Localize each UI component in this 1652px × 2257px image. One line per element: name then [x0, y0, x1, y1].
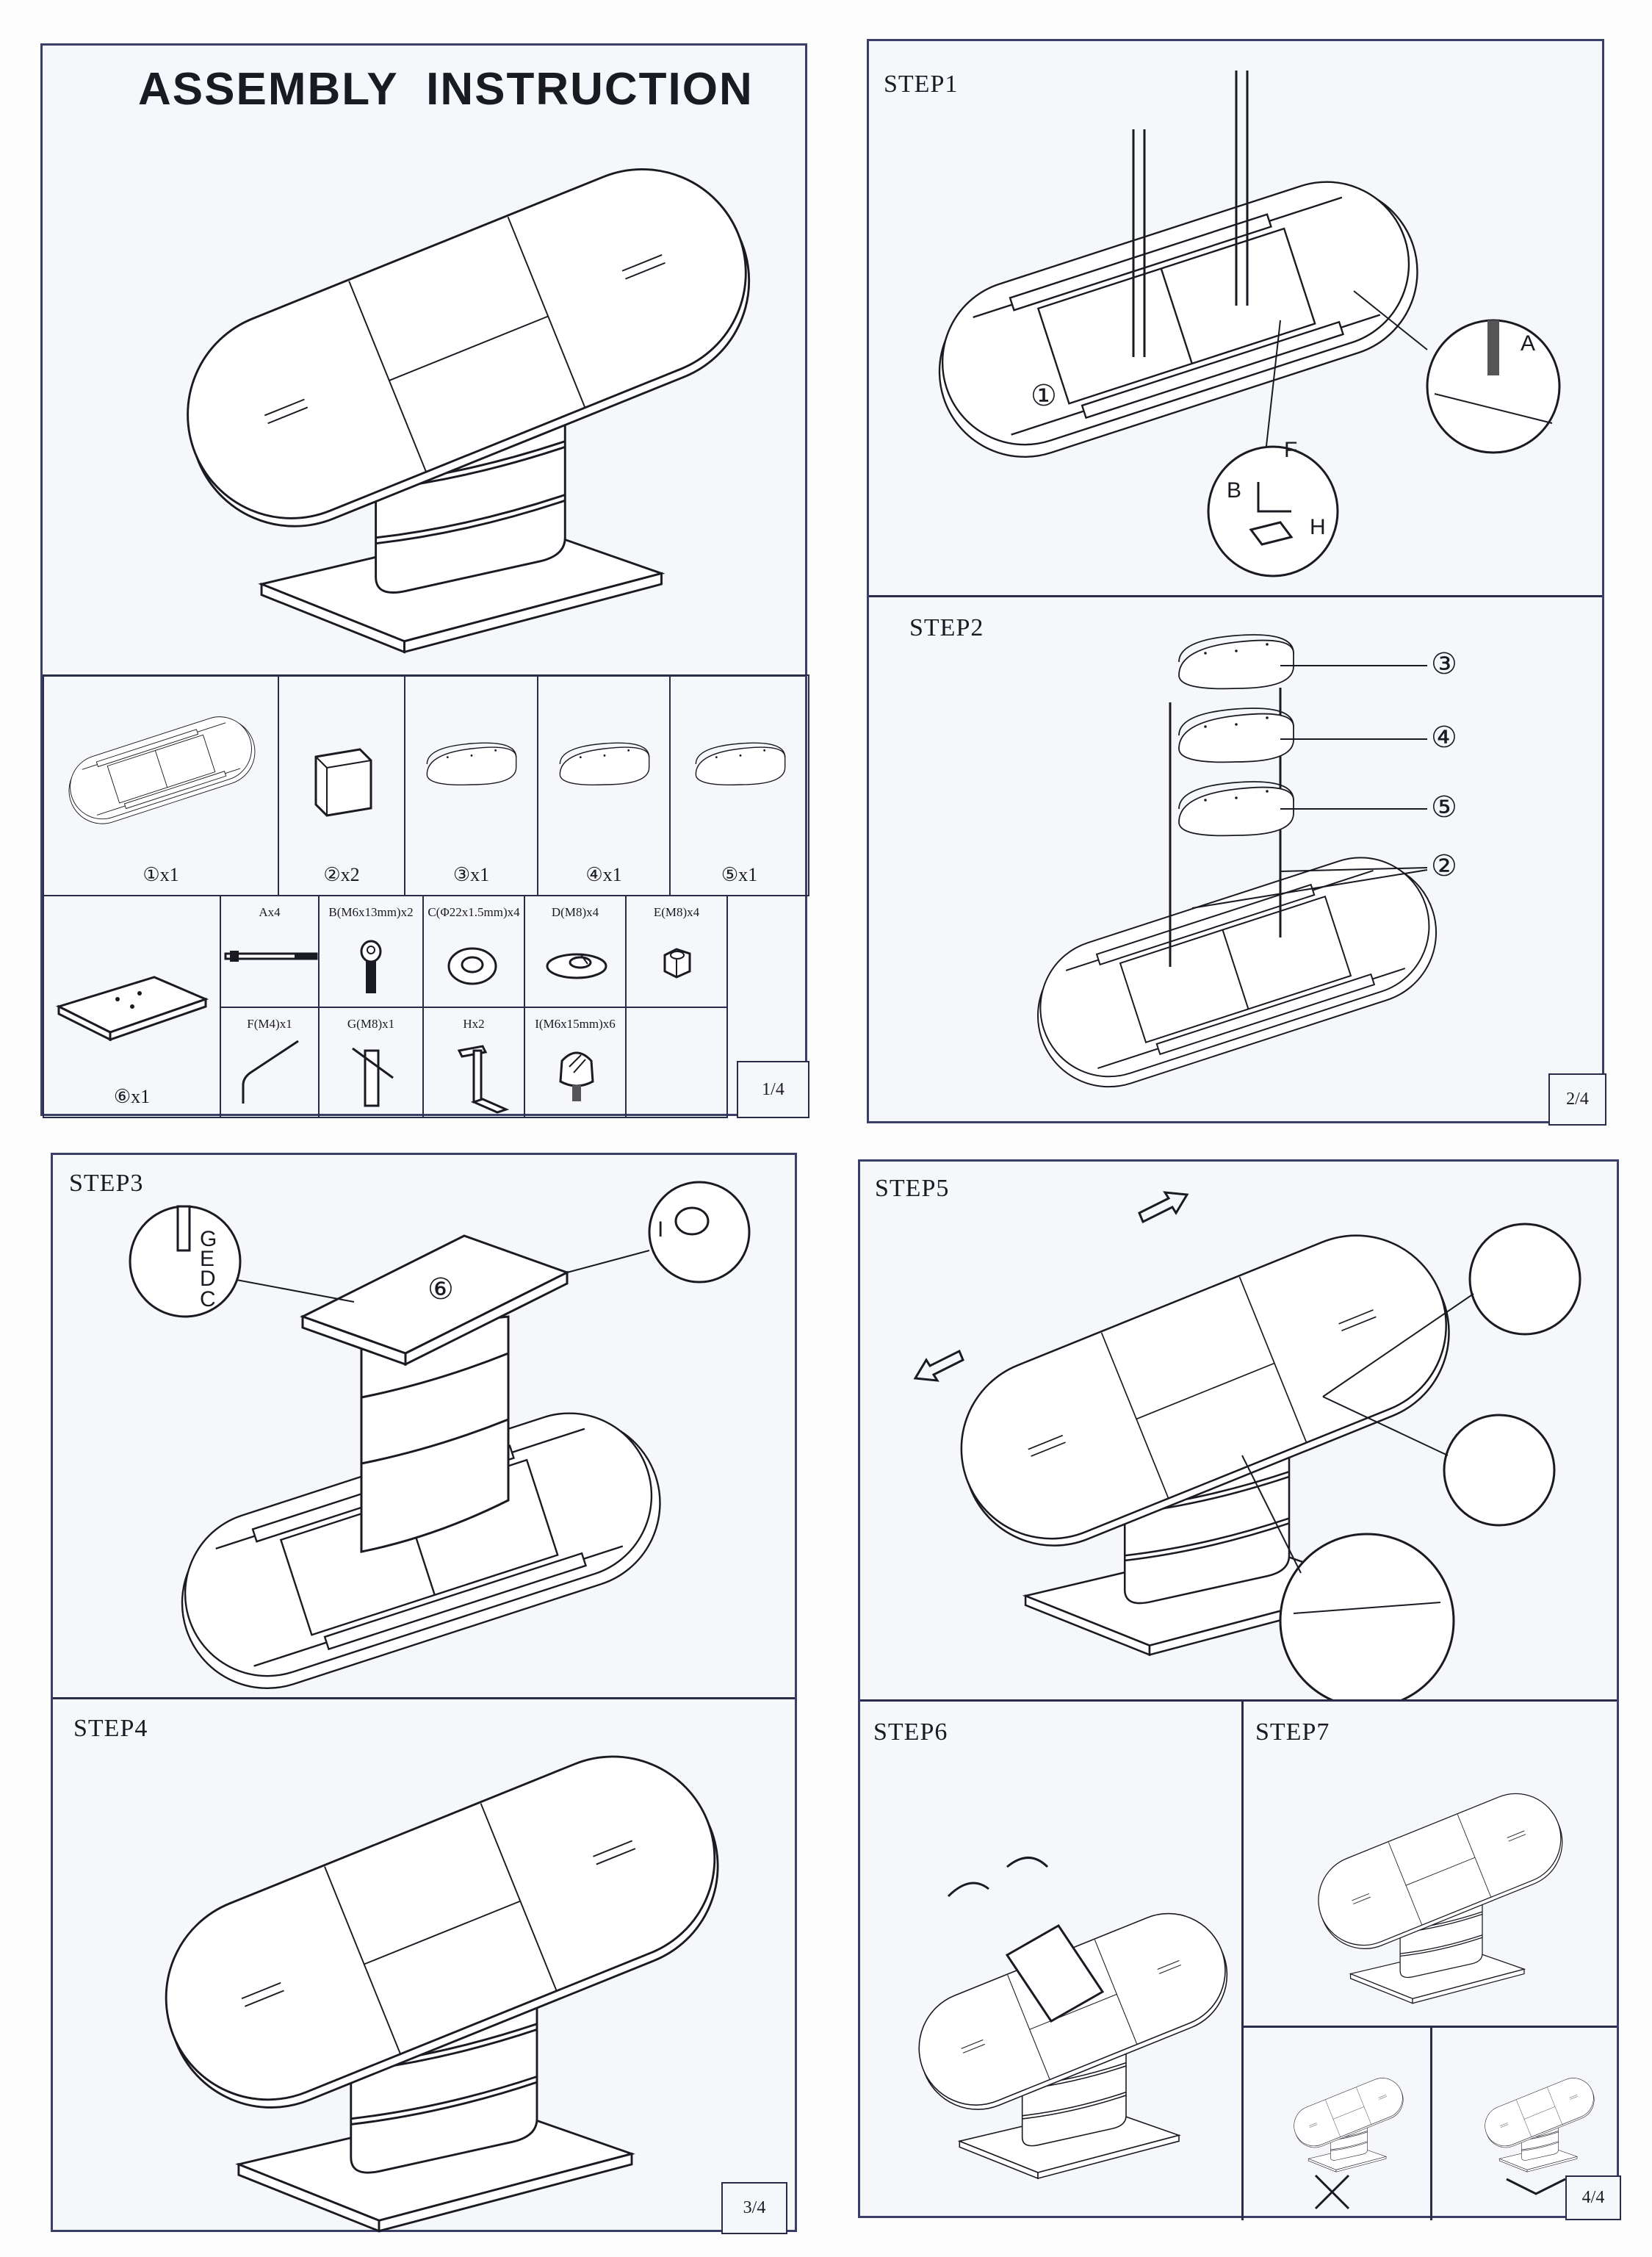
pedestal-ring-icon [559, 742, 650, 786]
callout-a: A [1521, 331, 1536, 356]
step3-illustration [129, 1181, 751, 1691]
spring-washer-icon [546, 953, 607, 979]
step2-illustration [1017, 633, 1456, 1099]
hardware-label: D(M8)x4 [551, 905, 599, 919]
part-5-marker: ⑤ [1431, 791, 1457, 824]
page-2-steps-1-2: STEP1 A F B H ① STEP2 ③ ④ ⑤ ② 2/4 [867, 39, 1606, 1126]
callout-b: B [1227, 478, 1242, 503]
divider [53, 1697, 795, 1699]
base-plate-icon [55, 976, 209, 1042]
page-number: 3/4 [721, 2182, 787, 2234]
hardware-label: B(M6x13mm)x2 [328, 905, 414, 919]
part-1-marker: ① [1031, 379, 1057, 413]
z-bracket-icon [457, 1045, 510, 1114]
flat-washer-icon [447, 947, 497, 985]
hardware-cell-a: Ax4 [220, 895, 320, 1008]
callout-i: I [657, 1217, 664, 1242]
hardware-cell-g: G(M8)x1 [318, 1007, 424, 1118]
hardware-cell-f: F(M4)x1 [220, 1007, 320, 1118]
tabletop-frame-icon [59, 707, 264, 830]
part-cell-4: ④x1 [537, 674, 671, 896]
callout-f: F [1284, 438, 1298, 462]
hardware-label: E(M8)x4 [653, 905, 700, 919]
page-number: 2/4 [1548, 1073, 1606, 1126]
pedestal-ring-icon [426, 742, 517, 786]
callout-g: G [200, 1227, 217, 1251]
hardware-cell-e: E(M8)x4 [625, 895, 728, 1008]
part-label: ⑥x1 [113, 1086, 151, 1107]
step6-label: STEP6 [873, 1718, 948, 1746]
callout-c: C [200, 1287, 216, 1311]
hardware-cell-i: I(M6x15mm)x6 [524, 1007, 627, 1118]
document-title: ASSEMBLY INSTRUCTION [138, 64, 754, 115]
callout-d: D [200, 1267, 216, 1291]
divider [1241, 2026, 1617, 2028]
callout-e: E [200, 1247, 215, 1271]
part-label: ③x1 [452, 864, 490, 885]
part-cell-6: ⑥x1 [43, 895, 221, 1118]
part-label: ④x1 [585, 864, 622, 885]
step4-illustration [134, 1735, 750, 2233]
bracket-block-icon [314, 748, 372, 817]
page-1-parts-list: ASSEMBLY INSTRUCTION ①x1 ②x2 ③x1 ④x1 ⑤x1… [40, 43, 809, 1118]
part-2-marker: ② [1431, 849, 1457, 883]
hardware-label: G(M8)x1 [347, 1017, 395, 1031]
divider [1241, 1699, 1244, 2220]
part-cell-1: ①x1 [43, 674, 279, 896]
pedestal-ring-icon [695, 742, 786, 786]
box-spanner-icon [352, 1047, 394, 1107]
hardware-label: Ax4 [259, 905, 281, 919]
divider [1430, 2026, 1432, 2220]
leveling-foot-icon [559, 1051, 594, 1101]
hardware-cell-c: C(Φ22x1.5mm)x4 [422, 895, 525, 1008]
part-cell-2: ②x2 [278, 674, 405, 896]
step5-label: STEP5 [875, 1175, 950, 1202]
step1-label: STEP1 [884, 71, 959, 98]
step3-label: STEP3 [69, 1170, 144, 1197]
step6-illustration [901, 1857, 1245, 2179]
step2-label: STEP2 [909, 614, 984, 641]
step5-illustration [913, 1191, 1581, 1701]
hardware-label: F(M4)x1 [247, 1017, 292, 1031]
callout-h: H [1310, 515, 1326, 539]
hardware-cell-b: B(M6x13mm)x2 [318, 895, 424, 1008]
hardware-label: I(M6x15mm)x6 [535, 1017, 616, 1031]
hardware-label: C(Φ22x1.5mm)x4 [428, 905, 520, 919]
part-label: ⑤x1 [721, 864, 758, 885]
divider [869, 595, 1602, 597]
hardware-cell-d: D(M8)x4 [524, 895, 627, 1008]
two-person-lift-illustrations [1288, 2073, 1601, 2210]
part-label: ②x2 [323, 864, 360, 885]
divider [860, 1699, 1617, 1702]
hardware-cell-h: Hx2 [422, 1007, 525, 1118]
assembled-table-illustration [155, 148, 782, 653]
part-label: ①x1 [143, 864, 179, 885]
part-4-marker: ④ [1431, 721, 1457, 755]
hardware-label: Hx2 [463, 1017, 485, 1031]
part-cell-3: ③x1 [404, 674, 538, 896]
hex-nut-icon [663, 948, 691, 979]
part-3-marker: ③ [1431, 647, 1457, 681]
page-number: 1/4 [737, 1061, 809, 1118]
socket-bolt-icon [360, 940, 382, 993]
step7-label: STEP7 [1255, 1718, 1330, 1746]
page-4-steps-5-7: STEP5 STEP6 STEP7 4/4 [858, 1159, 1621, 2220]
allen-key-icon [242, 1040, 299, 1104]
step4-label: STEP4 [73, 1715, 148, 1742]
hardware-cell-empty [625, 1007, 728, 1118]
step1-illustration [915, 71, 1561, 577]
page-number: 4/4 [1565, 2175, 1621, 2220]
part-cell-5: ⑤x1 [669, 674, 809, 896]
part-6-marker: ⑥ [428, 1273, 454, 1306]
threaded-rod-icon [224, 951, 318, 962]
page-3-steps-3-4: STEP3 G E D C I ⑥ STEP4 3/4 [51, 1153, 797, 2234]
